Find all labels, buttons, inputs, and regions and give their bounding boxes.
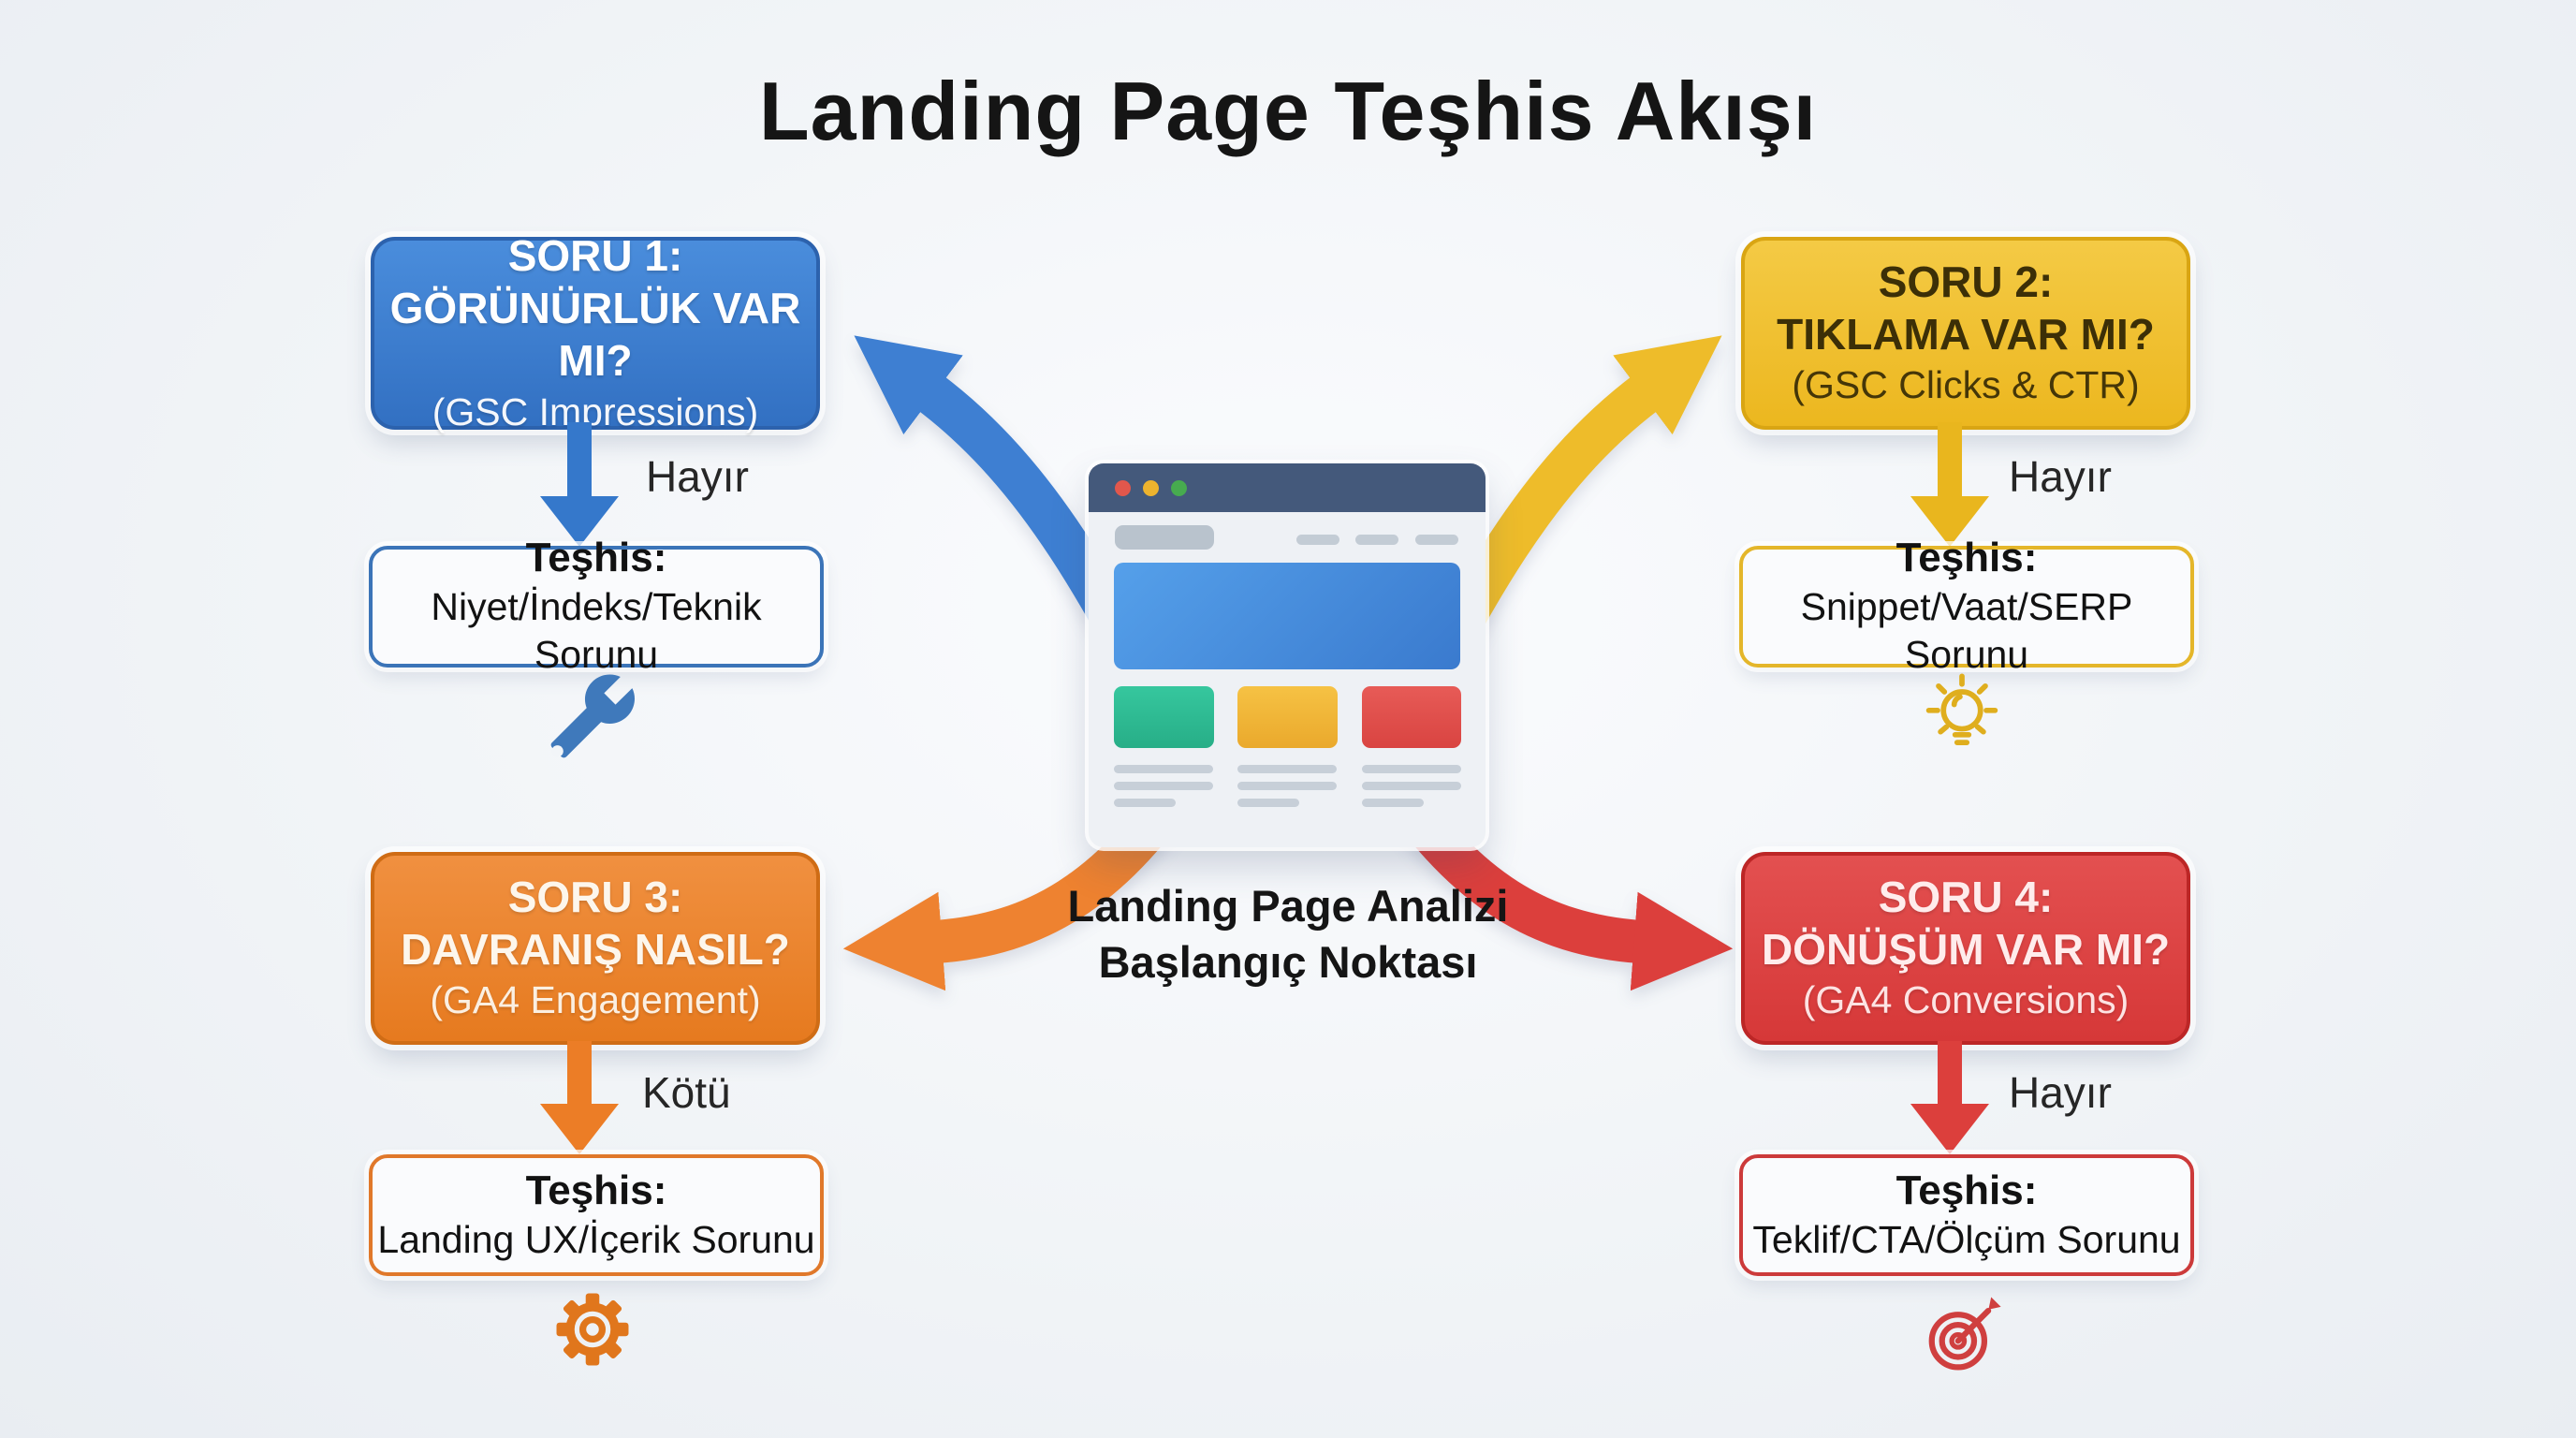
target-icon <box>1928 1297 2001 1371</box>
browser-text-line <box>1362 799 1424 807</box>
question-box-1: SORU 1: GÖRÜNÜRLÜK VAR MI? (GSC Impressi… <box>371 231 820 433</box>
browser-card-green <box>1114 686 1214 748</box>
browser-text-line <box>1237 765 1337 773</box>
question-1-main: GÖRÜNÜRLÜK VAR MI? <box>389 284 801 386</box>
browser-text-line <box>1237 782 1337 790</box>
question-box-3: SORU 3: DAVRANIŞ NASIL? (GA4 Engagement) <box>371 852 820 1045</box>
browser-nav-placeholder <box>1355 535 1398 545</box>
edge-label-1: Hayır <box>646 452 749 501</box>
browser-nav-placeholder <box>1415 535 1458 545</box>
diagnosis-1-text: Niyet/İndeks/Teknik Sorunu <box>431 585 762 677</box>
browser-text-line <box>1114 782 1213 790</box>
browser-card-red <box>1362 686 1461 748</box>
center-caption-line2: Başlangıç Noktası <box>1098 937 1478 988</box>
browser-logo-placeholder <box>1115 525 1214 550</box>
question-4-sub: (GA4 Conversions) <box>1802 978 2130 1022</box>
edge-label-4: Hayır <box>2009 1068 2112 1117</box>
question-box-4: SORU 4: DÖNÜŞÜM VAR MI? (GA4 Conversions… <box>1741 852 2190 1045</box>
gear-icon <box>556 1293 629 1366</box>
question-box-2: SORU 2: TIKLAMA VAR MI? (GSC Clicks & CT… <box>1741 237 2190 430</box>
wrench-icon <box>550 674 636 758</box>
diagnosis-3-text: Landing UX/İçerik Sorunu <box>377 1217 815 1261</box>
question-2-sub: (GSC Clicks & CTR) <box>1792 363 2140 407</box>
window-maximize-dot <box>1171 480 1187 496</box>
browser-text-line <box>1237 799 1299 807</box>
browser-text-line <box>1114 765 1213 773</box>
diagnosis-4-title: Teşhis: <box>1895 1167 2038 1213</box>
question-2-main: TIKLAMA VAR MI? <box>1777 310 2155 360</box>
browser-text-line <box>1114 799 1176 807</box>
browser-nav-placeholder <box>1296 535 1339 545</box>
question-4-main: DÖNÜŞÜM VAR MI? <box>1761 925 2171 975</box>
diagnosis-4-text: Teklif/CTA/Ölçüm Sorunu <box>1752 1217 2181 1261</box>
question-1-sub: (GSC Impressions) <box>432 389 759 433</box>
browser-hero-banner <box>1114 563 1460 669</box>
question-4-title: SORU 4: <box>1878 873 2054 922</box>
question-3-main: DAVRANIŞ NASIL? <box>401 925 790 975</box>
question-1-title: SORU 1: <box>507 231 683 281</box>
diagnosis-box-1: Teşhis: Niyet/İndeks/Teknik Sorunu <box>369 535 824 676</box>
diagnosis-box-3: Teşhis: Landing UX/İçerik Sorunu <box>369 1154 824 1276</box>
diagnosis-3-title: Teşhis: <box>525 1167 667 1213</box>
diagnosis-box-2: Teşhis: Snippet/Vaat/SERP Sorunu <box>1739 535 2194 676</box>
page-title: Landing Page Teşhis Akışı <box>758 65 1818 157</box>
browser-titlebar <box>1089 463 1486 512</box>
edge-label-2: Hayır <box>2009 452 2112 501</box>
diagnosis-box-4: Teşhis: Teklif/CTA/Ölçüm Sorunu <box>1739 1154 2194 1276</box>
browser-text-line <box>1362 782 1461 790</box>
lightbulb-icon <box>1925 673 1998 745</box>
window-minimize-dot <box>1143 480 1159 496</box>
window-close-dot <box>1115 480 1131 496</box>
question-2-title: SORU 2: <box>1878 257 2054 307</box>
center-caption: Landing Page Analizi Başlangıç Noktası <box>960 878 1616 990</box>
browser-window-illustration <box>1089 463 1486 847</box>
question-3-title: SORU 3: <box>507 873 683 922</box>
diagnosis-2-text: Snippet/Vaat/SERP Sorunu <box>1800 585 2133 677</box>
center-caption-line1: Landing Page Analizi <box>1067 881 1509 931</box>
browser-card-yellow <box>1237 686 1338 748</box>
diagnosis-2-title: Teşhis: <box>1895 535 2038 581</box>
question-3-sub: (GA4 Engagement) <box>430 978 761 1022</box>
edge-label-3: Kötü <box>642 1068 731 1117</box>
browser-text-line <box>1362 765 1461 773</box>
diagnosis-1-title: Teşhis: <box>525 535 667 581</box>
